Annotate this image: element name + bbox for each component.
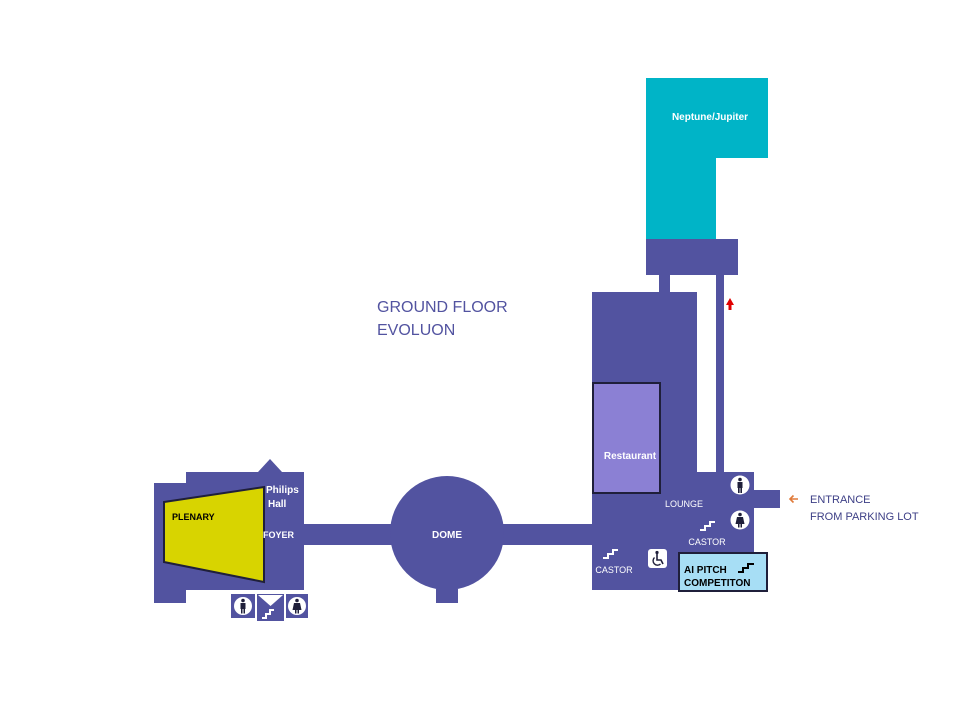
toilet-icon [286, 594, 308, 618]
stairs-icon [738, 563, 754, 573]
ai-pitch-label-1: AI PITCH [684, 565, 727, 576]
ai-pitch-label-2: COMPETITON [684, 578, 750, 589]
ai-pitch-room[interactable] [678, 552, 768, 592]
neptune-jupiter-room[interactable] [646, 78, 768, 240]
floor-title-2: EVOLUON [377, 322, 455, 339]
castor-left-label: CASTOR [595, 565, 633, 575]
stairs-icon [603, 549, 618, 559]
corridor-right [500, 524, 593, 545]
entrance-arrow-icon [788, 494, 798, 504]
entrance-label-1: ENTRANCE [810, 494, 871, 506]
toilet-icon [730, 475, 750, 495]
wheelchair-icon [648, 549, 667, 568]
restaurant-label: Restaurant [604, 451, 657, 462]
castor-right-label: CASTOR [688, 537, 726, 547]
stairs-down-icon [257, 594, 284, 621]
plenary-label: PLENARY [172, 512, 215, 522]
philips-hall-label-1: Philips [266, 485, 299, 496]
corridor-left [303, 524, 395, 545]
entrance-label-2: FROM PARKING LOT [810, 511, 919, 523]
toilet-icon [231, 594, 255, 618]
lounge-label: LOUNGE [665, 499, 703, 509]
toilet-icon [730, 510, 750, 530]
philips-hall-label-2: Hall [268, 499, 287, 510]
plenary-room[interactable] [163, 485, 265, 584]
foyer-label: FOYER [263, 530, 295, 540]
floor-title-1: GROUND FLOOR [377, 299, 508, 316]
dome-label: DOME [432, 530, 462, 541]
dome-stub [436, 589, 458, 603]
corridor-vertical [716, 274, 724, 474]
stairs-icon [700, 521, 715, 531]
connector-stem [659, 274, 670, 294]
dome-room[interactable] [390, 476, 504, 590]
restaurant-room[interactable] [592, 382, 661, 494]
connector-block [646, 239, 738, 275]
top-triangle [258, 459, 282, 472]
up-arrow-icon [726, 298, 734, 310]
neptune-jupiter-label: Neptune/Jupiter [672, 112, 748, 123]
